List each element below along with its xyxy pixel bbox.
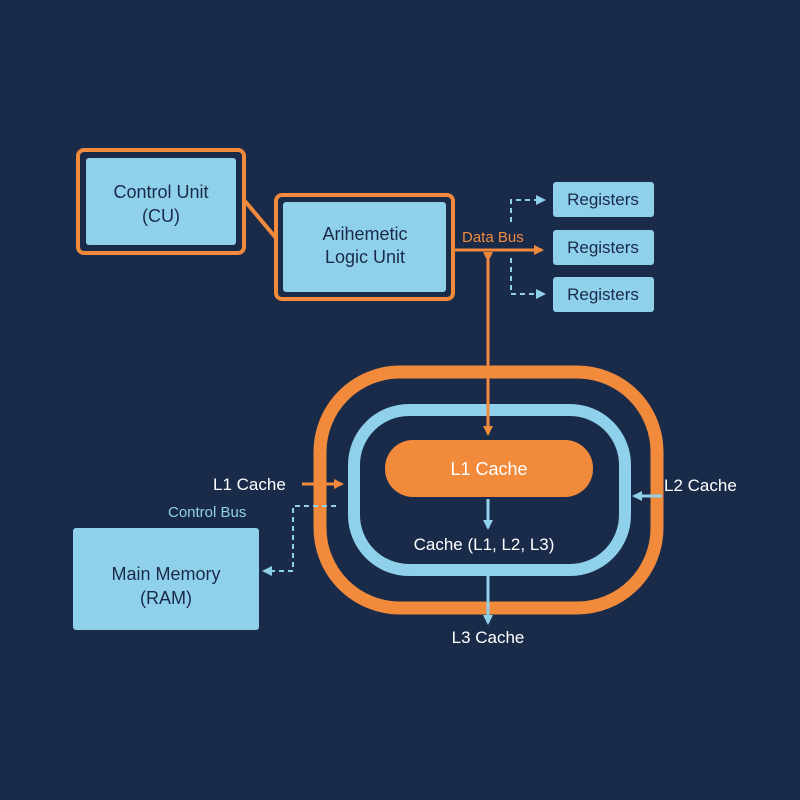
register-3-label: Registers — [567, 285, 639, 304]
l2-cache-right-label: L2 Cache — [664, 476, 737, 495]
l3-cache-label: L3 Cache — [452, 628, 525, 647]
register-1-label: Registers — [567, 190, 639, 209]
cache-levels-label: Cache (L1, L2, L3) — [414, 535, 555, 554]
main-memory-node[interactable]: Main Memory (RAM) — [73, 528, 259, 630]
register-top-dashed-arrow — [510, 195, 546, 222]
alu-node[interactable]: Arihemetic Logic Unit — [274, 193, 455, 301]
l1-cache-pill[interactable]: L1 Cache — [385, 440, 593, 497]
alu-label-line1: Arihemetic — [322, 224, 407, 244]
register-bottom-dashed-arrow — [510, 258, 546, 299]
data-bus-label: Data Bus — [462, 229, 524, 246]
l1-cache-left-label: L1 Cache — [213, 475, 286, 494]
alu-label-line2: Logic Unit — [325, 247, 405, 267]
control-bus-label: Control Bus — [168, 504, 246, 521]
register-2[interactable]: Registers — [553, 230, 654, 265]
register-3[interactable]: Registers — [553, 277, 654, 312]
main-memory-label-line1: Main Memory — [111, 564, 220, 584]
control-bus-dashed-arrow — [262, 505, 336, 576]
control-unit-label-line1: Control Unit — [113, 182, 208, 202]
register-1[interactable]: Registers — [553, 182, 654, 217]
cu-alu-connector — [242, 198, 278, 240]
main-memory-label-line2: (RAM) — [140, 588, 192, 608]
register-2-label: Registers — [567, 238, 639, 257]
l1-cache-pill-label: L1 Cache — [450, 459, 527, 479]
control-unit-node[interactable]: Control Unit (CU) — [76, 148, 246, 255]
control-unit-label-line2: (CU) — [142, 206, 180, 226]
